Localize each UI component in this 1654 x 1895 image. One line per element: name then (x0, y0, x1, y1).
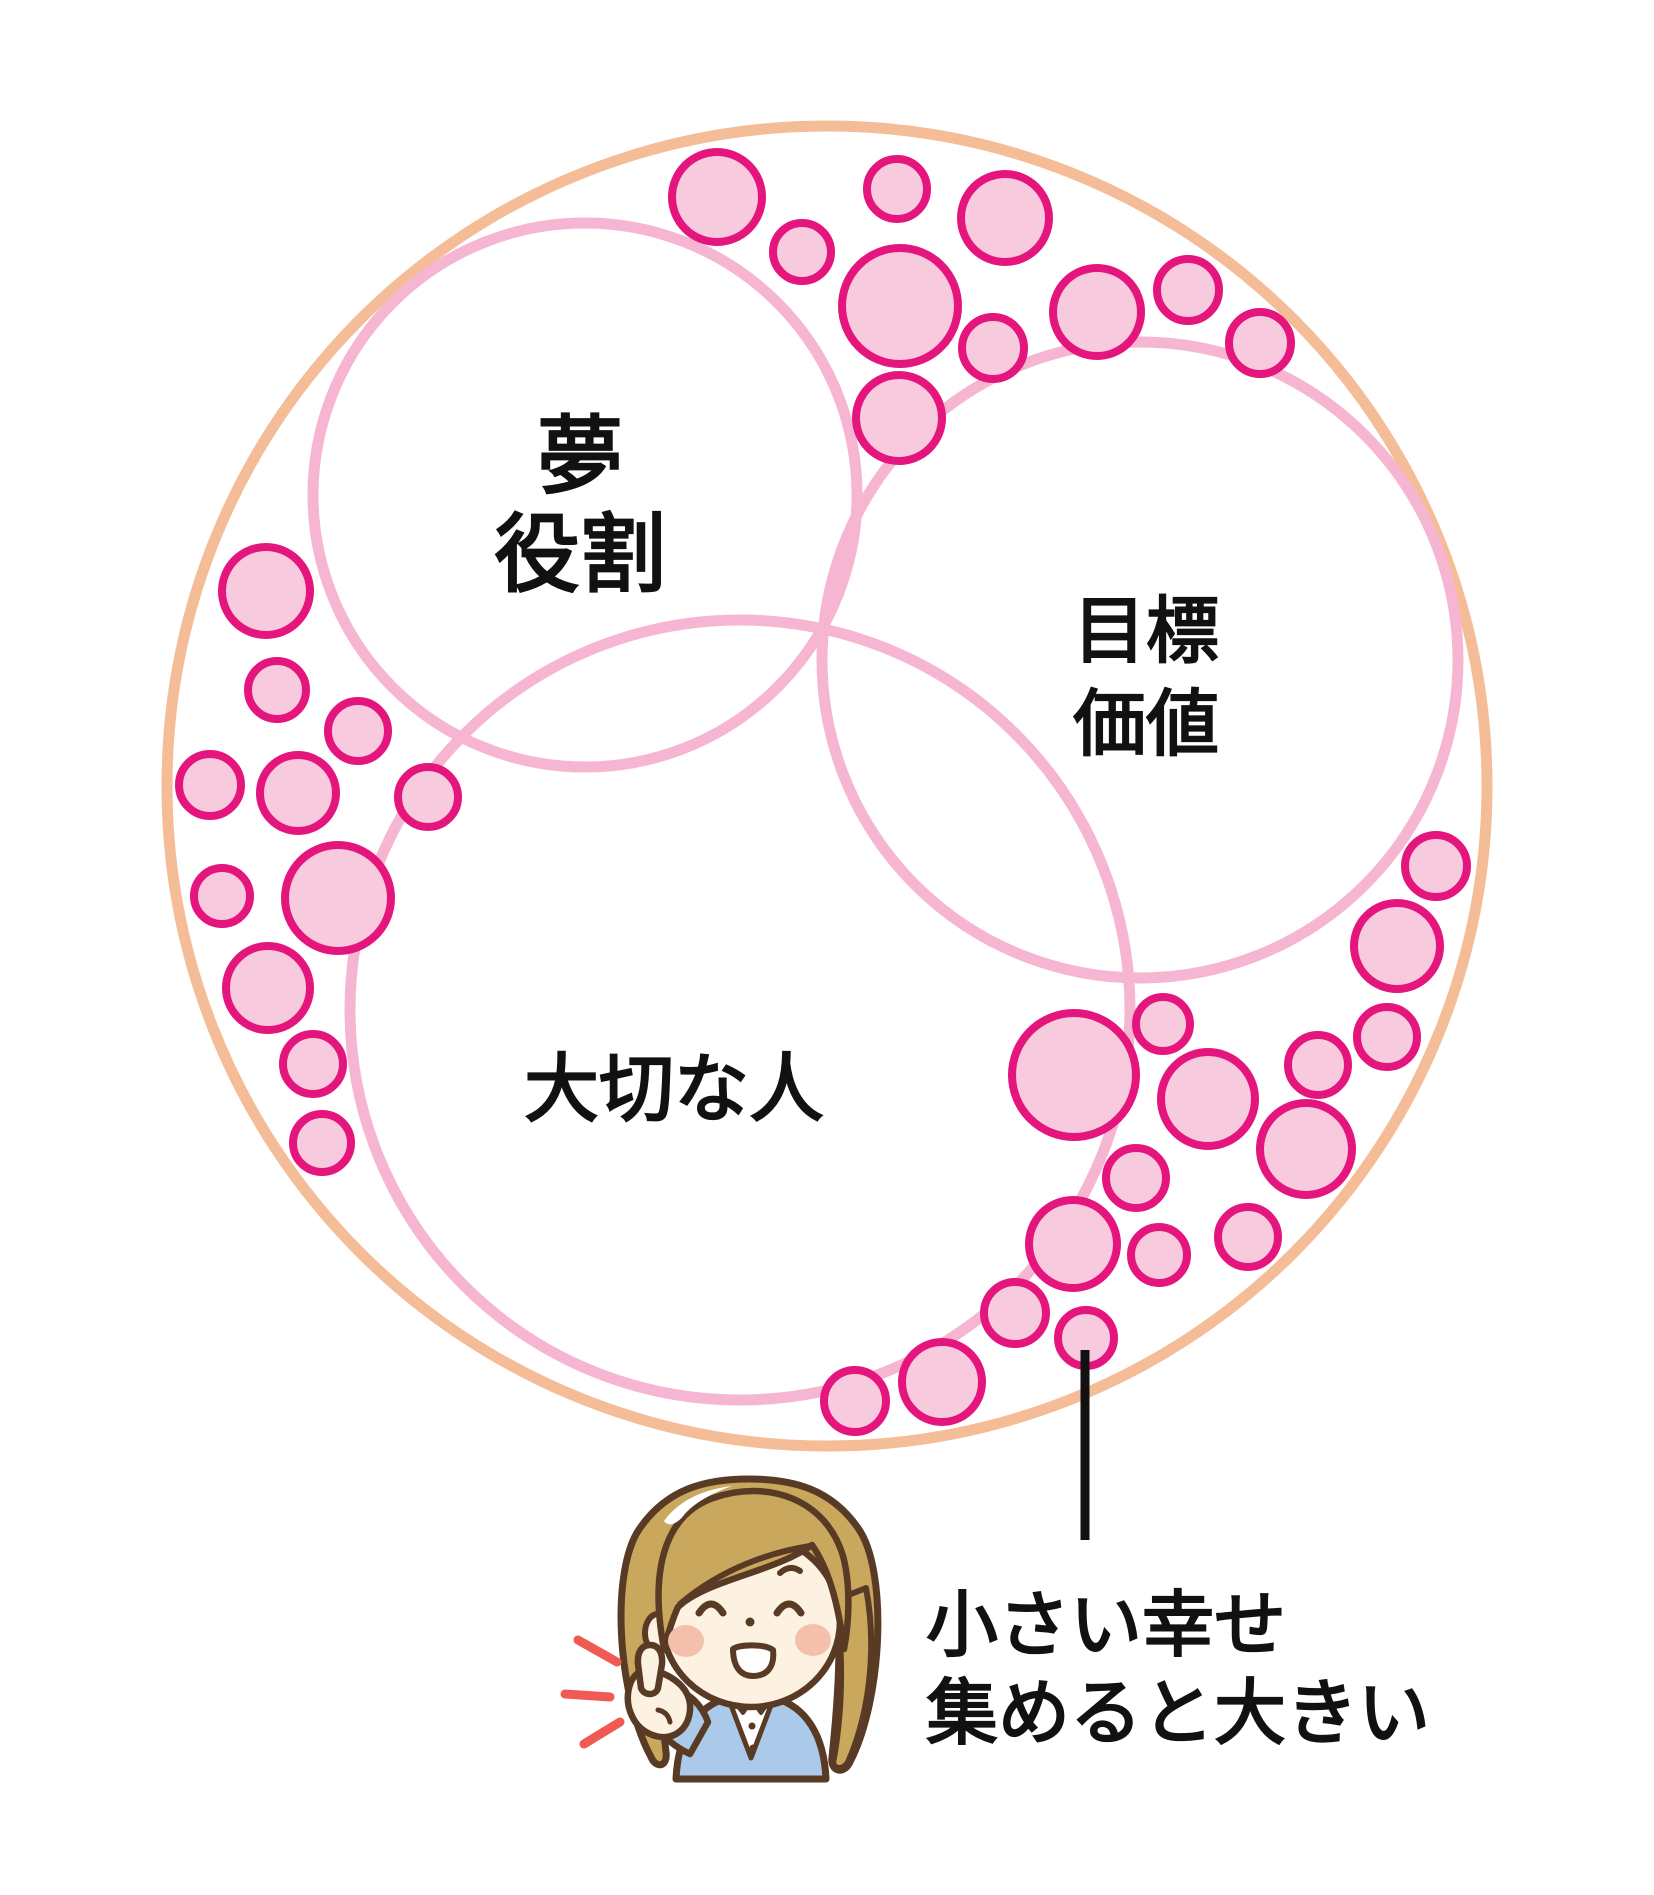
small-happiness-circle (1102, 1144, 1170, 1212)
small-happiness-circle (1350, 899, 1444, 993)
small-happiness-circle (1353, 1003, 1421, 1071)
small-happiness-circle (820, 1366, 890, 1436)
annotation-small-happiness: 小さい幸せ (926, 1586, 1286, 1666)
outer-circle (161, 120, 1493, 1452)
small-happiness-circle (1256, 1099, 1356, 1199)
emphasis-dash (573, 1635, 622, 1667)
label-goal-value: 目標 (1073, 591, 1219, 672)
emphasis-dash (560, 1689, 615, 1702)
woman-left-eye (695, 1600, 727, 1617)
label-goal-value: 価値 (1072, 684, 1219, 765)
emphasis-dashes (560, 1635, 625, 1749)
woman-mouth (730, 1642, 777, 1679)
small-happiness-circle (852, 371, 946, 465)
woman-bangs (655, 1487, 852, 1653)
small-happiness-circle (980, 1278, 1050, 1348)
label-important-person: 大切な人 (524, 1047, 824, 1131)
label-dream-role: 役割 (494, 507, 666, 603)
small-happiness-circle (279, 1030, 347, 1098)
small-happiness-circle (1008, 1009, 1140, 1141)
small-happiness-circle (1025, 1196, 1121, 1292)
woman-blush-right (795, 1624, 831, 1656)
emphasis-dash (579, 1717, 625, 1749)
woman-right-eye (773, 1600, 805, 1617)
woman-eyebrow (777, 1565, 803, 1576)
small-happiness-circle (244, 657, 310, 723)
small-happiness-circle (394, 763, 462, 831)
small-happiness-circle (668, 148, 766, 246)
small-happiness-circle (1284, 1031, 1352, 1099)
woman-shirt-button (749, 1744, 757, 1752)
small-happiness-circle (957, 170, 1053, 266)
circle-dream-role (307, 217, 863, 773)
small-happiness-circle (1127, 1223, 1191, 1287)
small-happiness-circle (958, 313, 1028, 383)
circle-important-person (344, 614, 1136, 1406)
small-happiness-circle (1225, 308, 1295, 378)
small-happiness-circle (1401, 831, 1471, 901)
small-happiness-circle (289, 1110, 355, 1176)
woman-nose (745, 1617, 755, 1627)
woman-shirt-button (748, 1722, 756, 1730)
small-happiness-circle (190, 864, 254, 928)
small-happiness-circle (769, 219, 835, 285)
small-happiness-circle (863, 155, 931, 223)
woman-thumb (634, 1641, 666, 1698)
label-dream-role: 夢 (537, 409, 623, 505)
small-happiness-circle (1153, 255, 1223, 325)
small-happiness-circle (256, 751, 340, 835)
small-happiness-circle (898, 1338, 986, 1426)
small-happiness-circle (838, 244, 962, 368)
woman-hair-strand (677, 1543, 813, 1607)
annotation-small-happiness: 集めると大きい (925, 1674, 1430, 1754)
small-happiness-circle (1214, 1203, 1282, 1271)
small-happiness-circle (1049, 264, 1145, 360)
woman-fist-crease (655, 1707, 673, 1725)
small-happiness-circle (1132, 993, 1194, 1055)
small-happiness-circle (175, 750, 245, 820)
circle-goal-value (816, 336, 1464, 984)
thumbs-up-woman-illustration (560, 1475, 882, 1783)
small-happiness-circle (324, 697, 392, 765)
small-happiness-circle (222, 942, 314, 1034)
small-happiness-circle (1157, 1048, 1259, 1150)
small-happiness-circle (281, 841, 395, 955)
woman-blush-left (668, 1625, 704, 1657)
small-happiness-circle (218, 543, 314, 639)
woman-hair-highlight (664, 1486, 732, 1525)
